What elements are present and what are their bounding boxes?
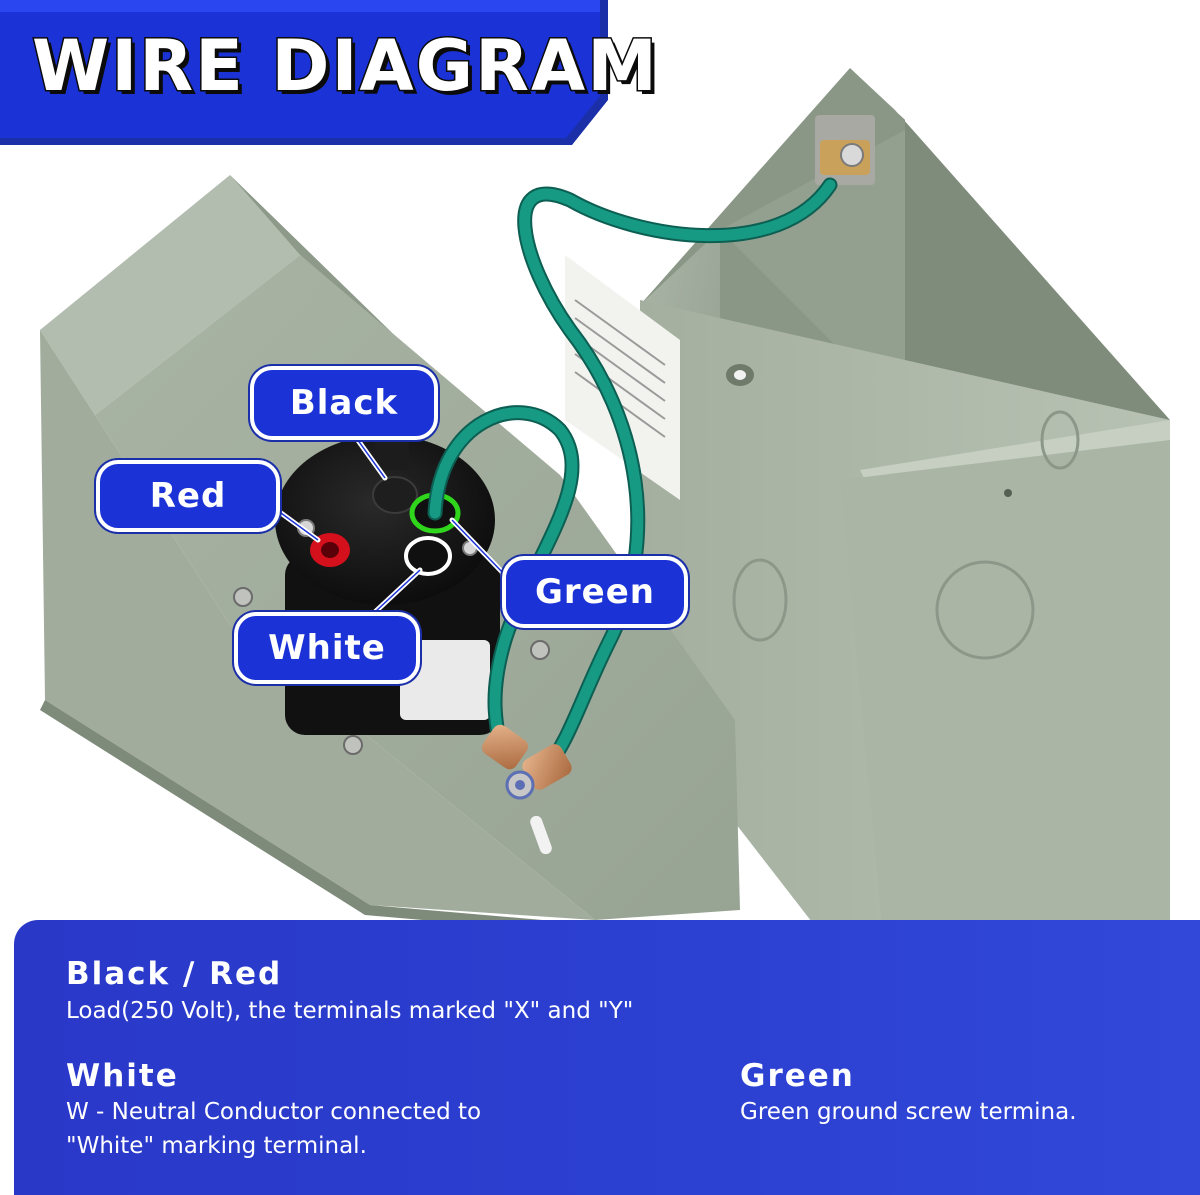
enclosure-box <box>565 68 1170 1010</box>
ground-wire-long <box>519 179 836 776</box>
copper-lug <box>482 724 528 770</box>
legend-white-line1: W - Neutral Conductor connected to <box>66 1099 482 1125</box>
mounting-screw <box>530 640 550 660</box>
ground-wire-short <box>429 407 578 751</box>
knockout-circle <box>732 558 788 642</box>
lug-screw-center <box>515 780 525 790</box>
terminal-black <box>372 476 418 514</box>
ground-screw <box>840 143 864 167</box>
legend-black-red-heading: Black / Red <box>66 956 283 992</box>
receptacle-key <box>375 435 409 470</box>
receptacle <box>275 435 500 735</box>
box-right-side <box>850 68 1170 430</box>
callout-white-label: White <box>234 612 420 684</box>
legend-panel: Black / Red Load(250 Volt), the terminal… <box>14 920 1200 1195</box>
plate-slot <box>530 815 552 855</box>
warning-label <box>565 255 680 500</box>
ground-wires <box>427 177 838 778</box>
terminal-white <box>404 536 452 576</box>
mounting-screw <box>343 735 363 755</box>
mounting-screw <box>233 587 253 607</box>
copper-lug <box>522 744 572 790</box>
knockout-circle <box>1040 410 1080 470</box>
title-banner-highlight <box>0 0 600 12</box>
legend-white-line2: "White" marking terminal. <box>66 1133 367 1159</box>
callout-black-label: Black <box>250 366 438 440</box>
title-banner <box>0 0 608 145</box>
page-title: WIRE DIAGRAM <box>31 24 659 109</box>
box-bottom-face <box>840 440 1170 1010</box>
knockout-circle <box>935 560 1035 660</box>
callout-red-label: Red <box>96 460 280 532</box>
knockout-hole <box>734 370 746 380</box>
plate-left-flange <box>40 330 595 920</box>
plate-back-flange <box>40 175 300 415</box>
terminal-red-hole <box>321 542 339 558</box>
legend-black-red-text: Load(250 Volt), the terminals marked "X"… <box>66 998 634 1024</box>
legend-white-heading: White <box>66 1058 179 1094</box>
legend-green-heading: Green <box>740 1058 855 1094</box>
legend-green-text: Green ground screw termina. <box>740 1099 1077 1125</box>
callout-green-label: Green <box>502 556 688 628</box>
box-rivet <box>1004 489 1012 497</box>
title-banner-fill <box>0 0 600 138</box>
copper-lugs <box>482 724 572 800</box>
receptacle-sticker <box>400 640 490 720</box>
